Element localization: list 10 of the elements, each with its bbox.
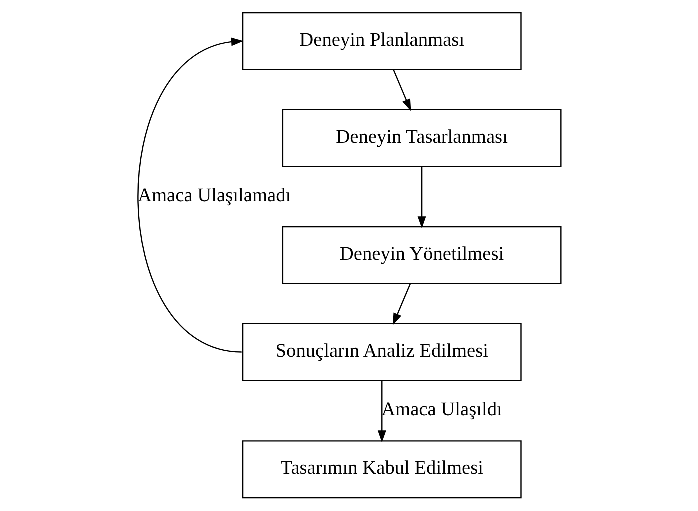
node-box: Tasarımın Kabul Edilmesi [242, 440, 522, 499]
arrow [377, 380, 386, 443]
arrow [392, 284, 411, 326]
node-box: Sonuçların Analiz Edilmesi [242, 323, 522, 382]
arrow [417, 166, 426, 229]
node-box: Deneyin Tasarlanması [282, 109, 562, 168]
node-box: Deneyin Yönetilmesi [282, 226, 562, 285]
arrow [392, 70, 411, 112]
node-box: Deneyin Planlanması [242, 12, 522, 70]
arrow [137, 38, 244, 353]
